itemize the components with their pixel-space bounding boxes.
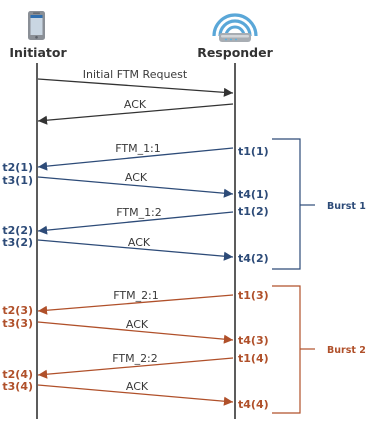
message-arrow [37, 211, 234, 235]
message-arrow [37, 357, 234, 379]
message-arrow [37, 78, 234, 97]
wifi-router-icon [212, 13, 258, 42]
message-label: FTM_2:1 [113, 289, 159, 302]
message-label: FTM_1:1 [115, 142, 161, 155]
message-arrow [37, 103, 234, 125]
burst-bracket [272, 138, 301, 270]
message-arrows: Initial FTM RequestACKFTM_1:1ACKFTM_1:2A… [37, 68, 234, 406]
message-label: ACK [124, 98, 147, 111]
smartphone-icon [28, 11, 45, 40]
burst-brackets: Burst 1 Burst 2 [272, 138, 366, 414]
message-arrow [37, 239, 234, 261]
initiator-timestamp: t3(1) [2, 174, 33, 187]
initiator-label: Initiator [9, 45, 67, 60]
message-arrow [37, 294, 234, 315]
message-label: Initial FTM Request [83, 68, 188, 81]
responder-timestamp: t1(2) [238, 205, 269, 218]
message-label: ACK [126, 380, 149, 393]
message-arrow [37, 321, 234, 344]
initiator-timestamp: t2(4) [2, 368, 33, 381]
responder-label: Responder [197, 45, 273, 60]
responder-timestamp: t1(1) [238, 145, 269, 158]
initiator-timestamp: t3(3) [2, 317, 33, 330]
responder-timestamp: t4(2) [238, 252, 269, 265]
message-label: FTM_2:2 [112, 352, 158, 365]
message-label: ACK [126, 318, 149, 331]
message-arrow [37, 147, 234, 171]
initiator-timestamp: t3(4) [2, 380, 33, 393]
message-label: ACK [125, 171, 148, 184]
burst-bracket [272, 285, 301, 414]
responder-timestamp: t1(3) [238, 289, 269, 302]
message-label: FTM_1:2 [116, 206, 162, 219]
initiator-timestamp: t3(2) [2, 236, 33, 249]
responder-timestamp: t1(4) [238, 352, 269, 365]
initiator-timestamp: t2(1) [2, 161, 33, 174]
responder-timestamp: t4(3) [238, 334, 269, 347]
initiator-timestamp: t2(3) [2, 304, 33, 317]
burst-label: Burst 2 [327, 345, 366, 356]
message-arrow [37, 176, 234, 198]
responder-timestamps: t1(1) t4(1) t1(2) t4(2) t1(3) t4(3) t1(4) t4(4) [238, 145, 269, 411]
initiator-timestamp: t2(2) [2, 224, 33, 237]
message-arrow [37, 384, 234, 406]
responder-timestamp: t4(1) [238, 188, 269, 201]
initiator-timestamps: t2(1)t3(1) t2(2)t3(2) t2(3)t3(3) t2(4)t3(4) [2, 161, 33, 393]
responder-timestamp: t4(4) [238, 398, 269, 411]
message-label: ACK [128, 236, 151, 249]
burst-label: Burst 1 [327, 201, 366, 212]
